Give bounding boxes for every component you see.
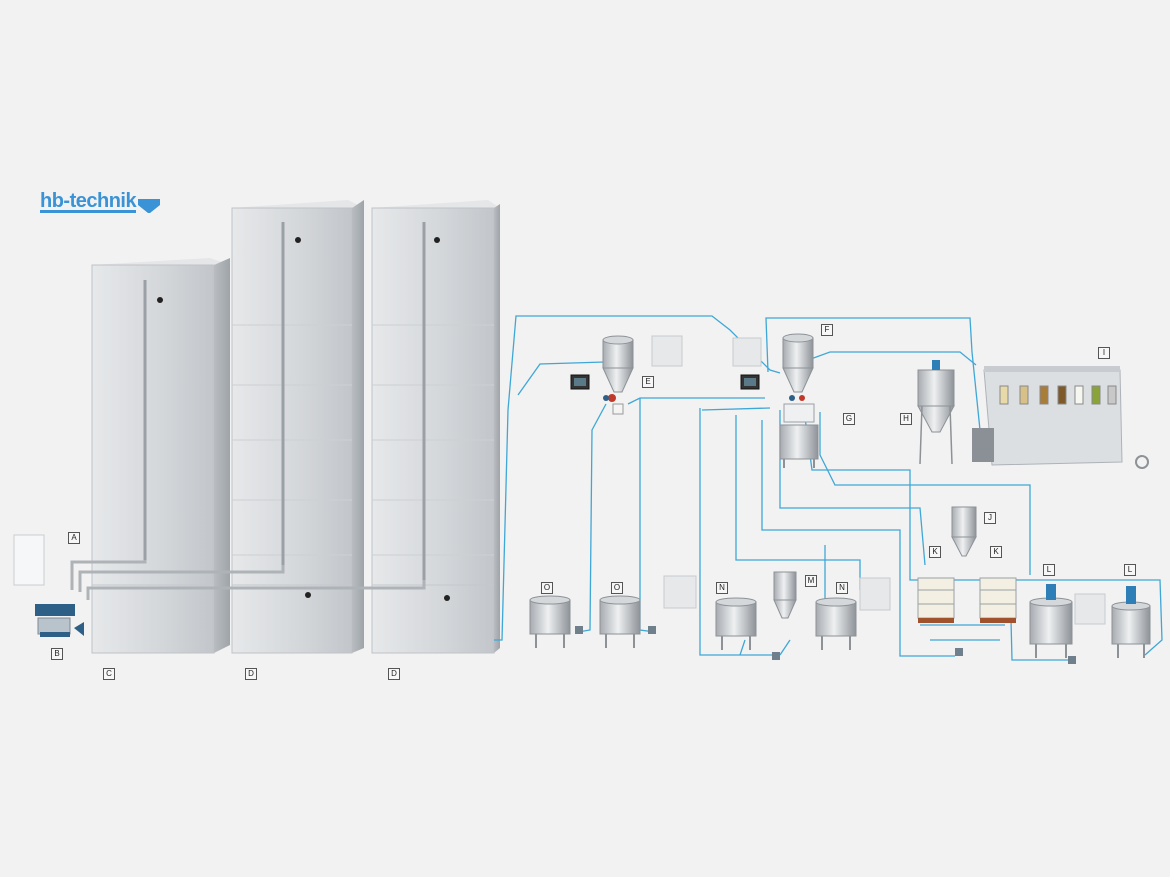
- label-o-1: O: [541, 582, 553, 594]
- tank-n-1: [715, 597, 757, 650]
- mixer-g: [779, 403, 819, 468]
- label-d-1: D: [245, 668, 257, 680]
- label-f: F: [821, 324, 833, 336]
- hopper-m: [773, 571, 797, 619]
- label-h: H: [900, 413, 912, 425]
- tank-o-2: [599, 595, 641, 648]
- label-e: E: [642, 376, 654, 388]
- label-o-2: O: [611, 582, 623, 594]
- label-i: I: [1098, 347, 1110, 359]
- label-g: G: [843, 413, 855, 425]
- blower-unit: [35, 604, 84, 637]
- silo-d-2: [371, 200, 500, 654]
- switch-cabinet-l: [1074, 593, 1106, 625]
- hb-technik-logo: hb-technik: [40, 190, 161, 213]
- agitator-tank-l-2: [1111, 586, 1151, 658]
- switch-cabinet-f: [732, 337, 762, 367]
- vacuum-receiver-e: [602, 335, 634, 415]
- tank-n-2: [815, 597, 857, 650]
- ibc-container-k-2: [979, 577, 1017, 623]
- label-d-2: D: [388, 668, 400, 680]
- label-k-1: K: [929, 546, 941, 558]
- label-n-1: N: [716, 582, 728, 594]
- ibc-container-k-1: [917, 577, 955, 623]
- switch-cabinet-e: [651, 335, 683, 367]
- label-a: A: [68, 532, 80, 544]
- hmi-screen-f: [744, 378, 756, 386]
- label-l-2: L: [1124, 564, 1136, 576]
- vacuum-receiver-f: [782, 333, 814, 401]
- label-n-2: N: [836, 582, 848, 594]
- silo-c: [91, 258, 230, 654]
- label-l-1: L: [1043, 564, 1055, 576]
- pneumatic-feed-pipes: [70, 560, 426, 600]
- label-b: B: [51, 648, 63, 660]
- silo-d-1: [231, 200, 364, 654]
- tank-o-1: [529, 595, 571, 648]
- hmi-screen-e: [574, 378, 586, 386]
- pumps: [575, 626, 1076, 664]
- label-k-2: K: [990, 546, 1002, 558]
- control-cabinet: [13, 534, 45, 586]
- processing-line-i: [972, 366, 1149, 469]
- switch-cabinet-o: [663, 575, 697, 609]
- logo-wordmark: hb-technik: [40, 190, 137, 213]
- hopper-j: [951, 506, 977, 557]
- agitator-tank-l-1: [1029, 584, 1073, 658]
- label-c: C: [103, 668, 115, 680]
- logo-arrow-icon: [138, 199, 161, 213]
- label-j: J: [984, 512, 996, 524]
- switch-cabinet-n: [859, 577, 891, 611]
- label-m: M: [805, 575, 817, 587]
- hopper-h: [917, 360, 955, 465]
